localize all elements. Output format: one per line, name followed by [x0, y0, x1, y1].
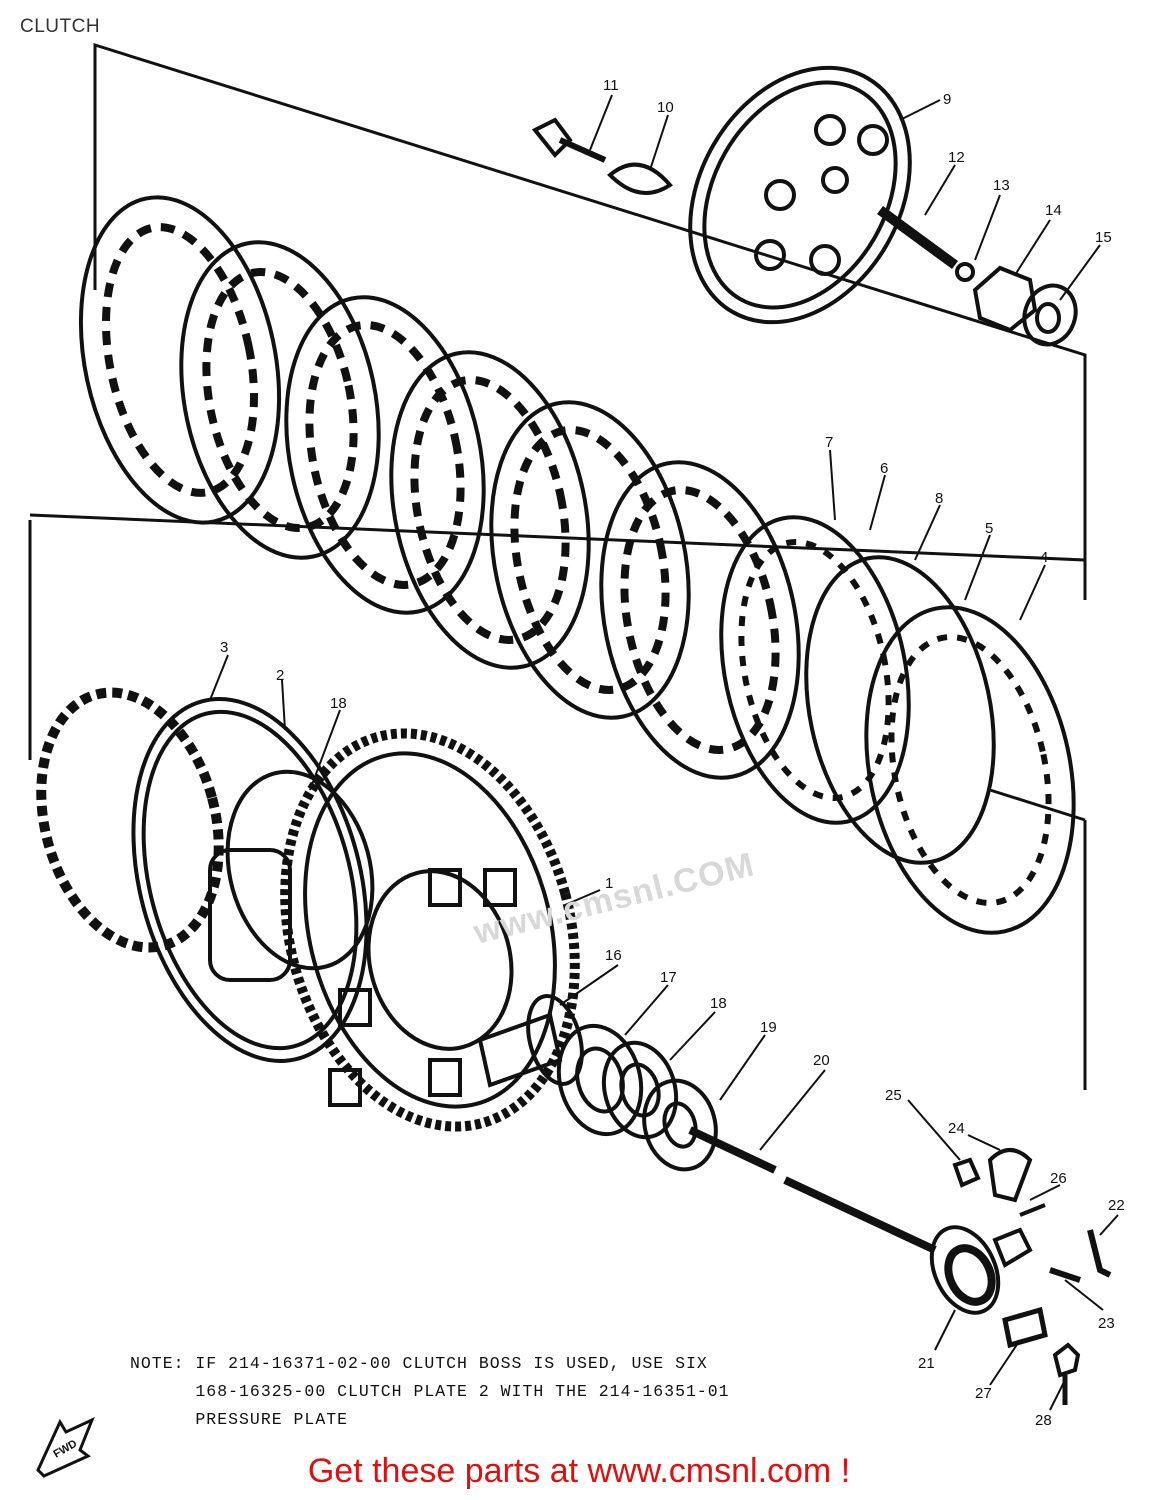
callout-18-lower: 18 — [710, 995, 727, 1012]
clutch-plates-stack — [78, 195, 1076, 935]
forward-arrow-icon: FWD — [36, 1417, 95, 1478]
callout-16: 16 — [605, 947, 622, 964]
small-parts-top — [531, 117, 1078, 347]
callout-21: 21 — [918, 1355, 935, 1372]
callout-14: 14 — [1045, 202, 1062, 219]
callout-23: 23 — [1098, 1315, 1115, 1332]
callout-28: 28 — [1035, 1412, 1052, 1429]
callout-25: 25 — [885, 1087, 902, 1104]
pressure-plate — [688, 65, 958, 325]
callout-1: 1 — [605, 875, 613, 892]
callout-8: 8 — [935, 490, 943, 507]
note-line-3: PRESSURE PLATE — [130, 1410, 349, 1429]
callout-6: 6 — [880, 460, 888, 477]
callout-12: 12 — [948, 149, 965, 166]
callout-2: 2 — [276, 667, 284, 684]
callout-15: 15 — [1095, 229, 1112, 246]
callout-5: 5 — [985, 520, 993, 537]
callout-11: 11 — [603, 77, 619, 94]
callout-26: 26 — [1050, 1170, 1067, 1187]
clutch-housing — [36, 687, 580, 1132]
callout-18-upper: 18 — [330, 695, 347, 712]
callout-22: 22 — [1108, 1197, 1125, 1214]
callout-13: 13 — [993, 177, 1010, 194]
shaft-parts — [477, 994, 937, 1254]
callout-24: 24 — [948, 1120, 965, 1137]
callout-4: 4 — [1040, 549, 1048, 566]
callout-3: 3 — [220, 639, 228, 656]
note-line-2: 168-16325-00 CLUTCH PLATE 2 WITH THE 214… — [130, 1382, 730, 1401]
callout-17: 17 — [660, 969, 677, 986]
callout-19: 19 — [760, 1019, 777, 1036]
page-title: CLUTCH — [20, 16, 101, 37]
callout-7: 7 — [825, 434, 833, 451]
callout-labels: 11 10 9 12 13 14 15 7 6 8 5 4 3 2 18 1 1… — [220, 77, 1125, 1429]
note-line-1: NOTE: IF 214-16371-02-00 CLUTCH BOSS IS … — [130, 1354, 708, 1373]
callout-9: 9 — [943, 91, 951, 108]
get-parts-link[interactable]: Get these parts at www.cmsnl.com ! — [307, 1452, 851, 1490]
release-mechanism — [929, 1148, 1112, 1405]
callout-20: 20 — [813, 1052, 830, 1069]
note-text: NOTE: IF 214-16371-02-00 CLUTCH BOSS IS … — [130, 1350, 910, 1434]
plates-frame — [29, 42, 1087, 562]
leader-lines — [209, 94, 1119, 1411]
callout-10: 10 — [657, 99, 674, 116]
callout-27: 27 — [975, 1385, 992, 1402]
